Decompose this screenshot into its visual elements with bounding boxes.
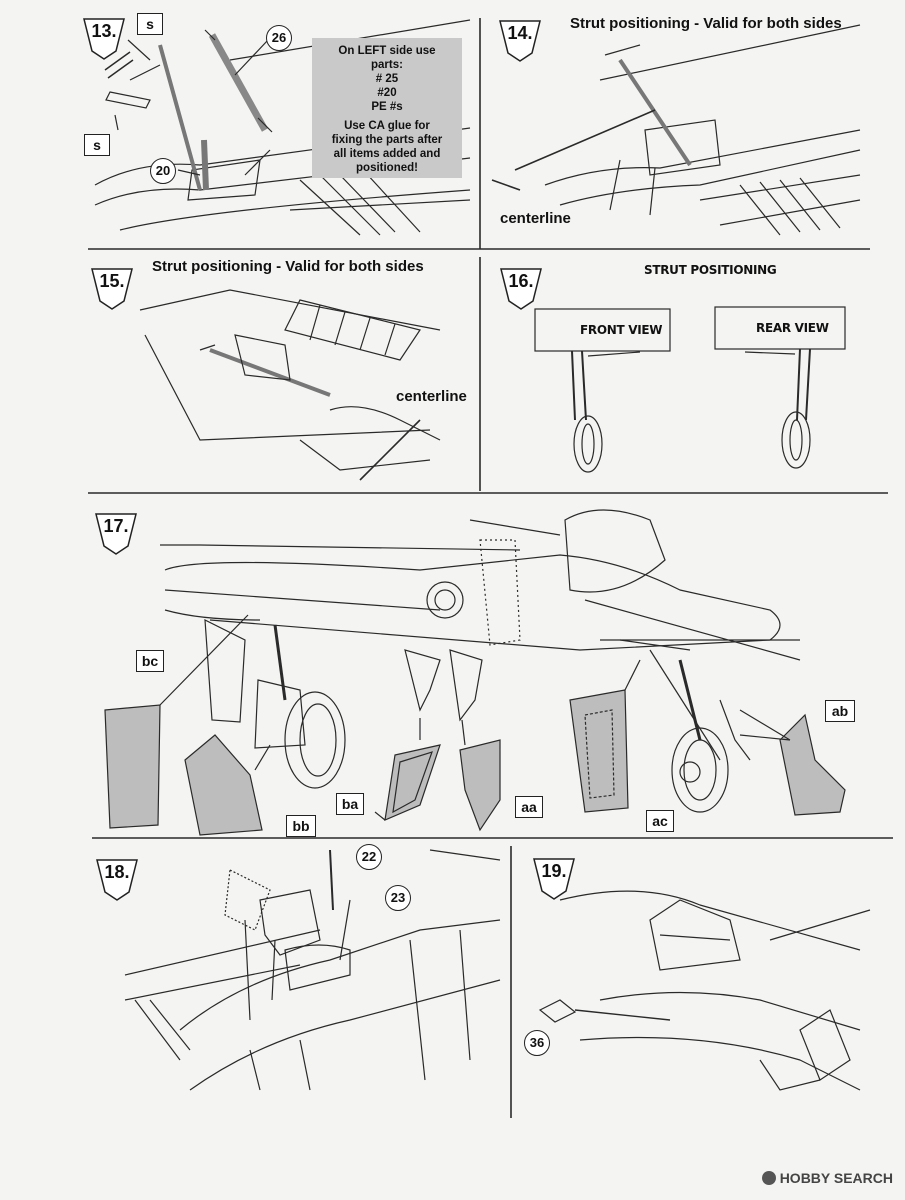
step-19-badge: 19.	[530, 855, 578, 901]
part-bc-label: bc	[136, 650, 164, 672]
part-aa-label: aa	[515, 796, 543, 818]
left-side-note: On LEFT side use parts: # 25 #20 PE #s U…	[312, 38, 462, 178]
step-14-number: 14.	[507, 23, 533, 43]
note-line: #20	[377, 87, 397, 99]
part-26-label: 26	[266, 25, 292, 51]
step16-drawing	[534, 306, 846, 473]
step-13-number: 13.	[91, 21, 117, 41]
part-ac-label: ac	[646, 810, 674, 832]
part-bb-label: bb	[286, 815, 316, 837]
part-ba-label: ba	[336, 793, 364, 815]
step19-drawing	[538, 890, 871, 1091]
part-36-label: 36	[524, 1030, 550, 1056]
rear-view-label: REAR VIEW	[756, 321, 829, 335]
step-14-title: Strut positioning - Valid for both sides	[570, 15, 842, 32]
hobby-search-logo-icon	[761, 1171, 776, 1185]
note-line: PE #s	[371, 101, 403, 113]
step-13-badge: 13.	[80, 15, 128, 61]
part-23-label: 23	[385, 885, 411, 911]
step-16-badge: 16.	[497, 265, 545, 311]
step-15-number: 15.	[99, 271, 125, 291]
note-line: fixing the parts after	[331, 134, 443, 146]
step-15-badge: 15.	[88, 265, 136, 311]
step-16-number: 16.	[508, 271, 534, 291]
step14-drawing	[491, 24, 861, 236]
step18-drawing	[124, 849, 501, 1091]
step15-drawing	[139, 289, 441, 481]
part-20-label: 20	[150, 158, 176, 184]
step17-drawing	[104, 509, 846, 836]
note-line: # 25	[375, 73, 399, 85]
watermark: HOBBY SEARCH	[761, 1170, 893, 1186]
step-17-badge: 17.	[92, 510, 140, 556]
step-19-number: 19.	[541, 861, 567, 881]
part-s-top-label: s	[137, 13, 163, 35]
note-line: On LEFT side use	[338, 45, 436, 57]
note-line: parts:	[371, 59, 403, 71]
step-15-title: Strut positioning - Valid for both sides	[152, 258, 424, 275]
note-line: all items added and	[333, 148, 441, 160]
step-18-number: 18.	[104, 862, 130, 882]
part-22-label: 22	[356, 844, 382, 870]
step-15-centerline-label: centerline	[396, 388, 467, 405]
watermark-text: HOBBY SEARCH	[779, 1170, 893, 1186]
step13-drawing	[94, 19, 471, 236]
step-14-badge: 14.	[496, 17, 544, 63]
part-ab-label: ab	[825, 700, 855, 722]
front-view-label: FRONT VIEW	[580, 323, 663, 337]
step-14-centerline-label: centerline	[500, 210, 571, 227]
note-line: positioned!	[356, 162, 418, 174]
step-17-number: 17.	[103, 516, 129, 536]
step-18-badge: 18.	[93, 856, 141, 902]
note-line: Use CA glue for	[344, 120, 430, 132]
step-16-title: STRUT POSITIONING	[644, 263, 777, 277]
part-s-bottom-label: s	[84, 134, 110, 156]
